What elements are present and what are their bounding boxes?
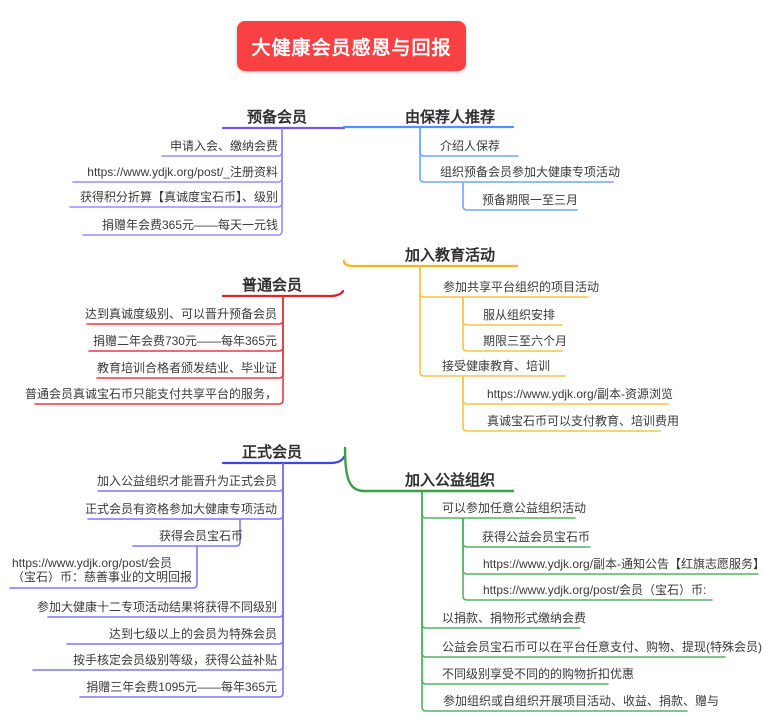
mindmap-node[interactable]: 接受健康教育、培训	[442, 359, 551, 373]
mindmap-node[interactable]: 预备期限一至三月	[482, 193, 579, 207]
branch-label-sponsor-recommendation[interactable]: 由保荐人推荐	[405, 109, 496, 126]
mindmap-node[interactable]: 获得会员宝石币	[158, 529, 243, 543]
mindmap-node[interactable]: 服从组织安排	[483, 308, 556, 322]
branch-label-preparatory-member[interactable]: 预备会员	[246, 109, 307, 126]
mindmap-node[interactable]: https://www.ydjk.org/副本-资源浏览	[487, 387, 674, 401]
mindmap-node[interactable]: 获得积分折算【真诚度宝石币】、级别	[79, 190, 278, 204]
mindmap-node[interactable]: 不同级别享受不同的的购物折扣优惠	[442, 667, 635, 681]
child-connector	[462, 376, 661, 432]
child-connector	[82, 128, 283, 236]
child-connector	[421, 491, 688, 712]
mindmap-node[interactable]: 获得公益会员宝石币	[482, 530, 591, 544]
branch-label-welfare-organization[interactable]: 加入公益组织	[405, 472, 496, 489]
mindmap-node[interactable]: 按手核定会员级别等级，获得公益补贴	[72, 653, 277, 667]
central-topic[interactable]: 大健康会员感恩与回报	[237, 21, 466, 71]
branch-underline	[221, 289, 345, 298]
mindmap-node[interactable]: 加入公益组织才能晋升为正式会员	[96, 474, 277, 488]
mindmap-node[interactable]: 教育培训合格者颁发结业、毕业证	[96, 361, 277, 375]
branch-label-education-activities[interactable]: 加入教育活动	[405, 247, 496, 264]
mindmap-node[interactable]: 组织预备会员参加大健康专项活动	[440, 165, 621, 179]
mindmap-node[interactable]: 正式会员有资格参加大健康专项活动	[84, 502, 277, 516]
mindmap-node[interactable]: https://www.ydjk.org/post/_注册资料	[87, 165, 278, 179]
mindmap-node[interactable]: 可以参加任意公益组织活动	[442, 501, 587, 515]
mindmap-node[interactable]: https://www.ydjk.org/副本-通知公告【红旗志愿服务】	[483, 557, 764, 571]
branch-underline	[221, 455, 346, 465]
mindmap-node[interactable]: 以捐款、捐物形式缴纳会费	[442, 611, 587, 625]
mindmap-node[interactable]: 介绍人保荐	[440, 139, 501, 153]
mindmap-node[interactable]: 捐赠三年会费1095元——每年365元	[86, 680, 277, 694]
mindmap-node[interactable]: 公益会员宝石币可以在平台任意支付、购物、提现(特殊会员)	[442, 640, 762, 654]
branch-label-formal-member[interactable]: 正式会员	[241, 444, 302, 461]
child-connector	[462, 182, 578, 211]
child-connector	[132, 519, 241, 547]
child-connector	[34, 296, 284, 405]
mindmap-node[interactable]: 申请入会、缴纳会费	[169, 139, 278, 153]
child-connector	[9, 546, 198, 589]
child-connector	[419, 127, 614, 183]
mindmap-node[interactable]: 达到七级以上的会员为特殊会员	[108, 627, 277, 641]
branch-underline	[342, 259, 519, 268]
mindmap-node[interactable]: 期限三至六个月	[483, 334, 568, 348]
mindmap-node[interactable]: 参加共享平台组织的项目活动	[443, 280, 600, 294]
child-connector	[419, 266, 566, 377]
branch-underline	[343, 446, 515, 493]
mindmap-node[interactable]: 参加组织或自组织开展项目活动、收益、捐款、赠与	[443, 694, 720, 708]
mindmap-node[interactable]: 捐赠年会费365元——每天一元钱	[101, 218, 278, 232]
child-connector	[79, 463, 284, 698]
mindmap-node[interactable]: 参加大健康十二专项活动结果将获得不同级别	[36, 600, 277, 614]
mindmap-node[interactable]: 真诚宝石币可以支付教育、培训费用	[487, 414, 680, 428]
mindmap-node[interactable]: 普通会员真诚宝石币只能支付共享平台的服务，	[24, 387, 277, 401]
mindmap-node[interactable]: 达到真诚度级别、可以晋升预备会员	[84, 307, 277, 321]
child-connector	[462, 518, 713, 601]
mindmap-node[interactable]: 捐赠二年会费730元——每年365元	[92, 334, 277, 348]
branch-label-ordinary-member[interactable]: 普通会员	[241, 277, 302, 294]
mindmap-node[interactable]: https://www.ydjk.org/post/会员 （宝石）币：慈善事业的…	[12, 556, 193, 584]
child-connector	[462, 297, 563, 352]
mindmap-node[interactable]: https://www.ydjk.org/post/会员（宝石）币:	[483, 583, 707, 597]
